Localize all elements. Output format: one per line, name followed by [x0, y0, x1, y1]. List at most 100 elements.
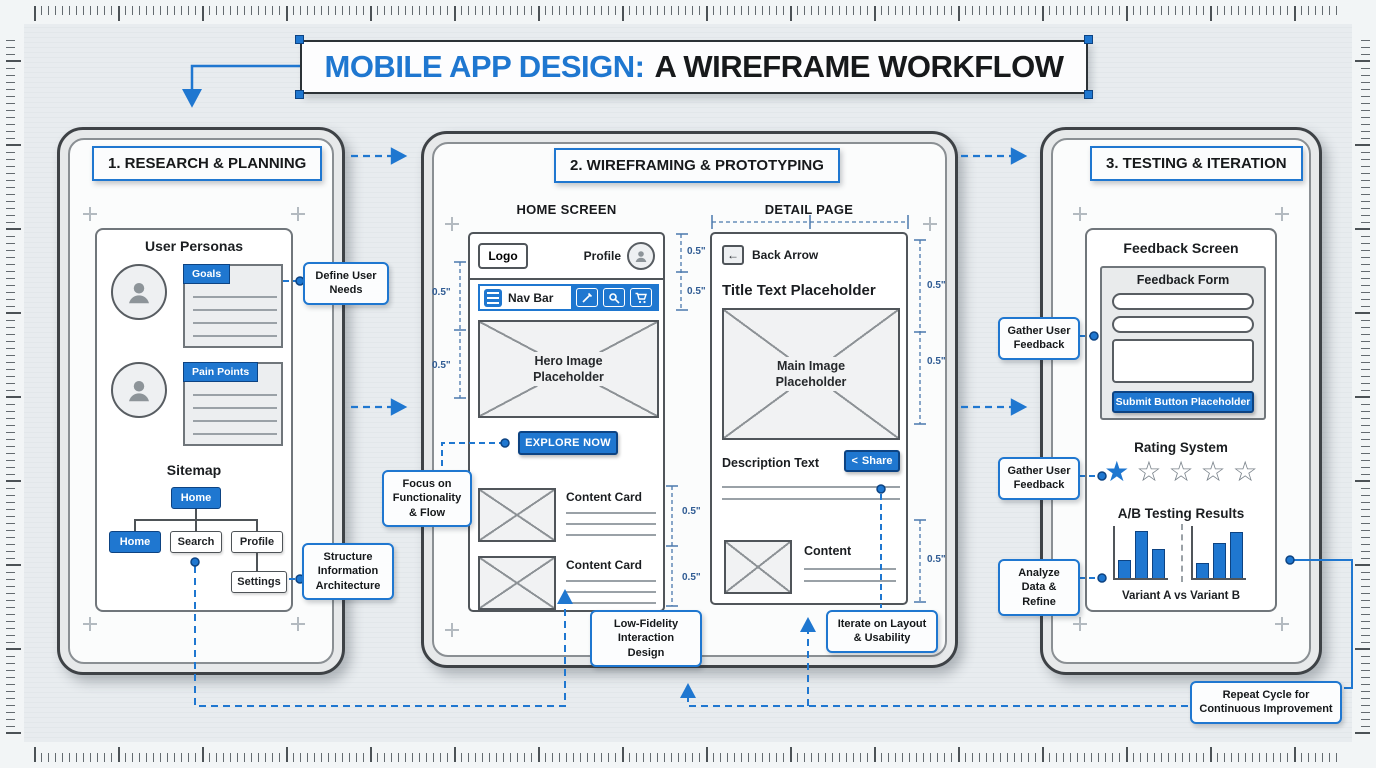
text-line [193, 420, 277, 422]
phase1-label: 1. RESEARCH & PLANNING [92, 146, 323, 181]
chart-bar [1135, 531, 1148, 578]
form-input-field[interactable] [1112, 316, 1254, 333]
share-button[interactable]: < Share [844, 450, 900, 472]
content-card-image [478, 556, 556, 610]
star-icon[interactable]: ☆ [1232, 456, 1258, 487]
tree-connector [134, 521, 136, 531]
user-personas-title: User Personas [144, 238, 244, 254]
detail-page-wireframe: ← Back Arrow Title Text Placeholder Main… [710, 232, 908, 605]
nav-bar[interactable]: Nav Bar [478, 284, 659, 311]
tree-connector [195, 521, 197, 531]
star-rating[interactable]: ★☆☆☆☆ [1087, 458, 1275, 486]
nav-bar-icons [571, 286, 657, 309]
star-icon[interactable]: ☆ [1136, 456, 1162, 487]
selection-handle[interactable] [295, 35, 304, 44]
person-icon [129, 283, 149, 304]
content-card[interactable]: Content Card [478, 486, 659, 544]
star-icon[interactable]: ★ [1104, 456, 1130, 487]
persona-goals-card: Goals [183, 264, 283, 348]
repeat-to-phase2-path [680, 683, 1188, 707]
text-line [193, 309, 277, 311]
text-line [804, 580, 896, 582]
persona-painpoints-card: Pain Points [183, 362, 283, 446]
goals-tag: Goals [183, 264, 231, 284]
callout-gather-feedback-1: Gather User Feedback [998, 317, 1080, 360]
back-arrow-icon[interactable]: ← [722, 245, 744, 265]
selection-handle[interactable] [1084, 90, 1093, 99]
feedback-form-title: Feedback Form [1136, 273, 1230, 287]
back-arrow-label: Back Arrow [752, 248, 819, 262]
measurement-label: 0.5" [687, 246, 706, 257]
crop-mark [83, 617, 97, 631]
sitemap-node-profile: Profile [231, 531, 283, 553]
detail-page-label: DETAIL PAGE [764, 202, 854, 217]
chart-bar [1152, 549, 1165, 578]
measurement-label: 0.5" [927, 356, 946, 367]
callout-analyze-data: Analyze Data & Refine [998, 559, 1080, 616]
crop-mark [445, 623, 459, 637]
tree-connector [134, 519, 258, 521]
tree-connector [256, 553, 258, 571]
crop-mark [1073, 207, 1087, 221]
crop-mark [445, 217, 459, 231]
text-line [193, 394, 277, 396]
pen-icon[interactable] [576, 288, 598, 307]
chart-bar [1230, 532, 1243, 578]
nav-bar-label: Nav Bar [508, 290, 554, 305]
measurement-label: 0.5" [432, 287, 451, 298]
search-icon[interactable] [603, 288, 625, 307]
page-title-rest: A WIREFRAME WORKFLOW [654, 49, 1064, 84]
ruler-top [0, 0, 1376, 24]
hamburger-menu-icon[interactable] [484, 288, 502, 307]
sitemap-node-settings: Settings [231, 571, 287, 593]
person-icon [635, 251, 647, 262]
content-card[interactable]: Content Card [478, 554, 659, 612]
pain-points-tag: Pain Points [183, 362, 259, 382]
content-card-title: Content Card [566, 558, 642, 572]
text-line [193, 335, 277, 337]
explore-now-button[interactable]: EXPLORE NOW [518, 431, 618, 455]
form-textarea-field[interactable] [1112, 339, 1254, 383]
callout-structure-information: Structure Information Architecture [302, 543, 394, 600]
crop-mark [923, 217, 937, 231]
person-icon [129, 381, 149, 402]
content-thumb-image [724, 540, 792, 594]
hero-placeholder-label: Hero Image Placeholder [522, 351, 615, 387]
callout-focus-functionality: Focus on Functionality & Flow [382, 470, 472, 527]
share-icon: < [851, 455, 858, 467]
nav-bar-left: Nav Bar [480, 286, 571, 309]
star-icon[interactable]: ☆ [1168, 456, 1194, 487]
content-label: Content [804, 544, 852, 558]
share-label: Share [861, 455, 893, 467]
star-icon[interactable]: ☆ [1200, 456, 1226, 487]
profile-avatar[interactable] [627, 242, 655, 270]
cart-icon[interactable] [630, 288, 652, 307]
rating-system-title: Rating System [1134, 440, 1228, 455]
text-line [722, 498, 900, 500]
description-text-label: Description Text [722, 456, 820, 470]
text-line [566, 580, 656, 582]
text-line [722, 486, 900, 488]
main-image-label: Main Image Placeholder [767, 356, 855, 392]
text-line [193, 296, 277, 298]
page-title-accent: MOBILE APP DESIGN: [324, 49, 645, 84]
callout-iterate-layout: Iterate on Layout & Usability [826, 610, 938, 653]
sitemap-title: Sitemap [166, 462, 222, 478]
text-line [566, 512, 656, 514]
variant-caption: Variant A vs Variant B [1121, 590, 1241, 602]
feedback-screen-card: Feedback Screen Feedback Form Submit But… [1085, 228, 1277, 612]
submit-button-placeholder[interactable]: Submit Button Placeholder [1112, 391, 1254, 413]
text-line [566, 534, 656, 536]
crop-mark [1275, 207, 1289, 221]
home-screen-label: HOME SCREEN [516, 202, 617, 217]
selection-handle[interactable] [1084, 35, 1093, 44]
selection-handle[interactable] [295, 90, 304, 99]
variant-b-chart [1191, 526, 1246, 580]
form-input-field[interactable] [1112, 293, 1254, 310]
crop-mark [291, 207, 305, 221]
crop-mark [83, 207, 97, 221]
detail-title-placeholder: Title Text Placeholder [722, 282, 876, 299]
content-card-image [478, 488, 556, 542]
chart-bar [1213, 542, 1226, 578]
